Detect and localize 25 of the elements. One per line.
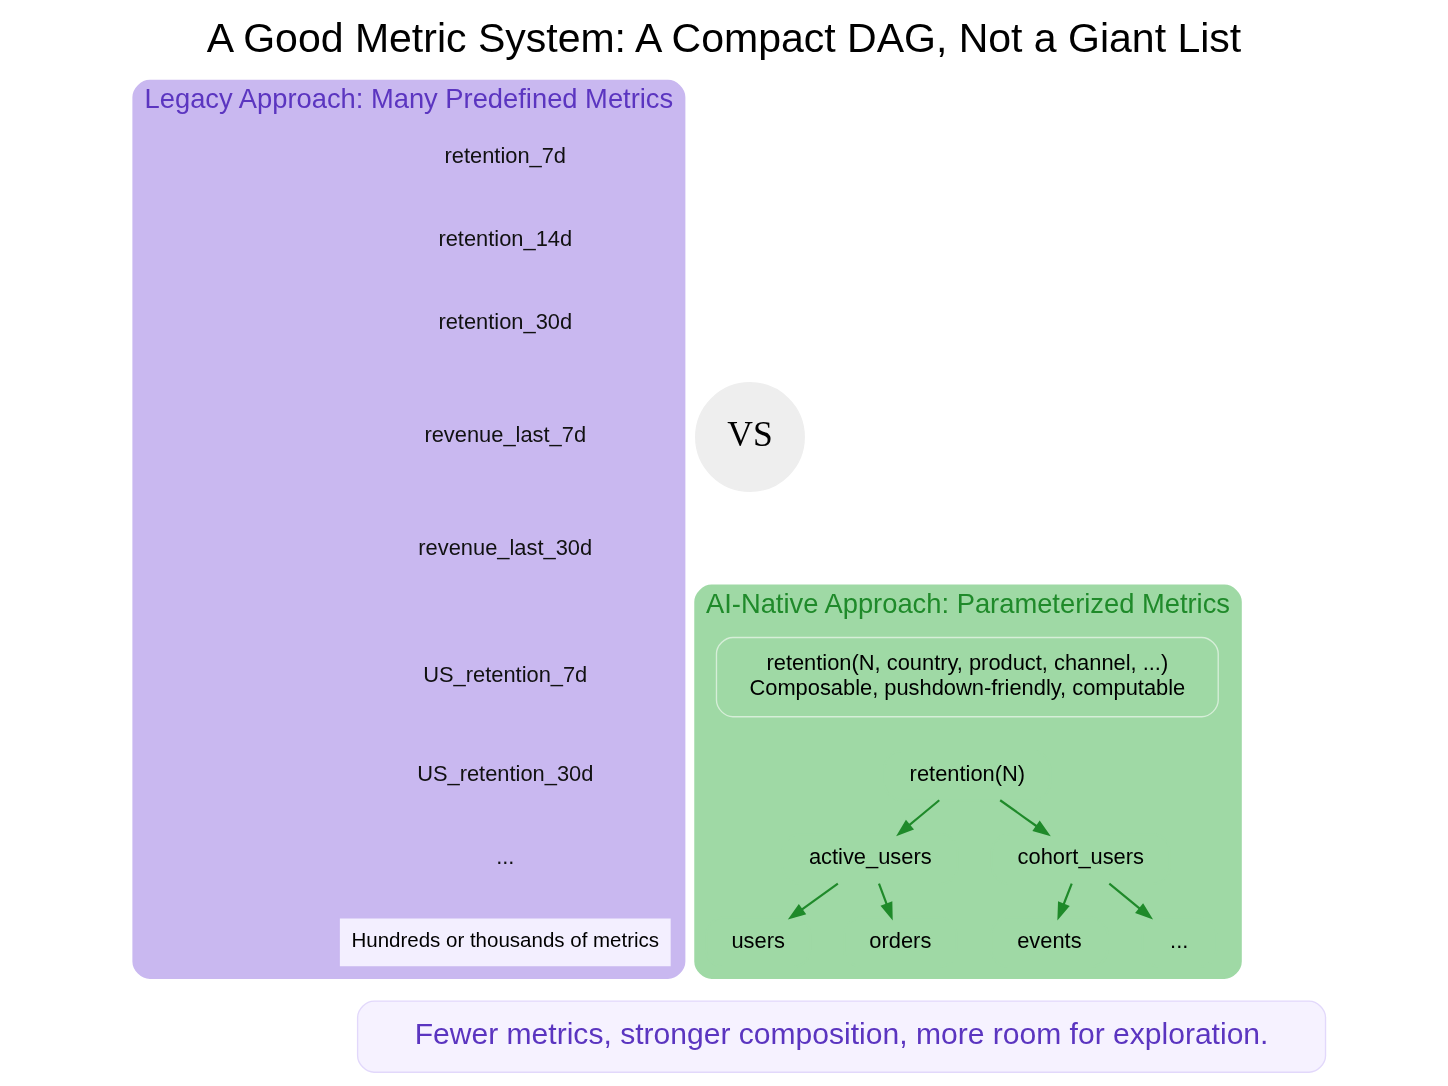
node-text: orders <box>869 927 932 953</box>
arrow <box>999 799 1051 837</box>
arrow <box>1057 883 1073 921</box>
node-text: retention_7d <box>444 142 567 168</box>
node-text: events <box>1017 927 1082 953</box>
node-box: Hundreds or thousands of metrics <box>338 917 673 968</box>
node-text: US_retention_30d <box>417 760 594 786</box>
arrow <box>787 882 839 920</box>
node-text: retention_30d <box>438 309 573 335</box>
node-box: retention(N, country, product, channel, ...) Composable, pushdown-friendly, computable <box>715 636 1219 718</box>
node-text: active_users <box>808 844 932 870</box>
node-box: Fewer metrics, stronger composition, more room for exploration. <box>356 1000 1327 1073</box>
node-text: ... <box>496 844 515 870</box>
arrow <box>877 883 893 921</box>
arrow <box>1108 882 1154 920</box>
node-text: retention(N) <box>909 760 1026 786</box>
node-text: retention_14d <box>438 225 573 251</box>
arrow <box>896 799 940 837</box>
node-text: cohort_users <box>1017 844 1145 870</box>
node-text: ... <box>1170 927 1189 953</box>
node-text: revenue_last_30d <box>418 535 593 561</box>
diagram-title: A Good Metric System: A Compact DAG, Not a Giant List <box>206 15 1242 62</box>
node-text: revenue_last_7d <box>424 422 587 448</box>
node-text: users <box>731 927 785 953</box>
node-text: US_retention_7d <box>423 662 588 688</box>
